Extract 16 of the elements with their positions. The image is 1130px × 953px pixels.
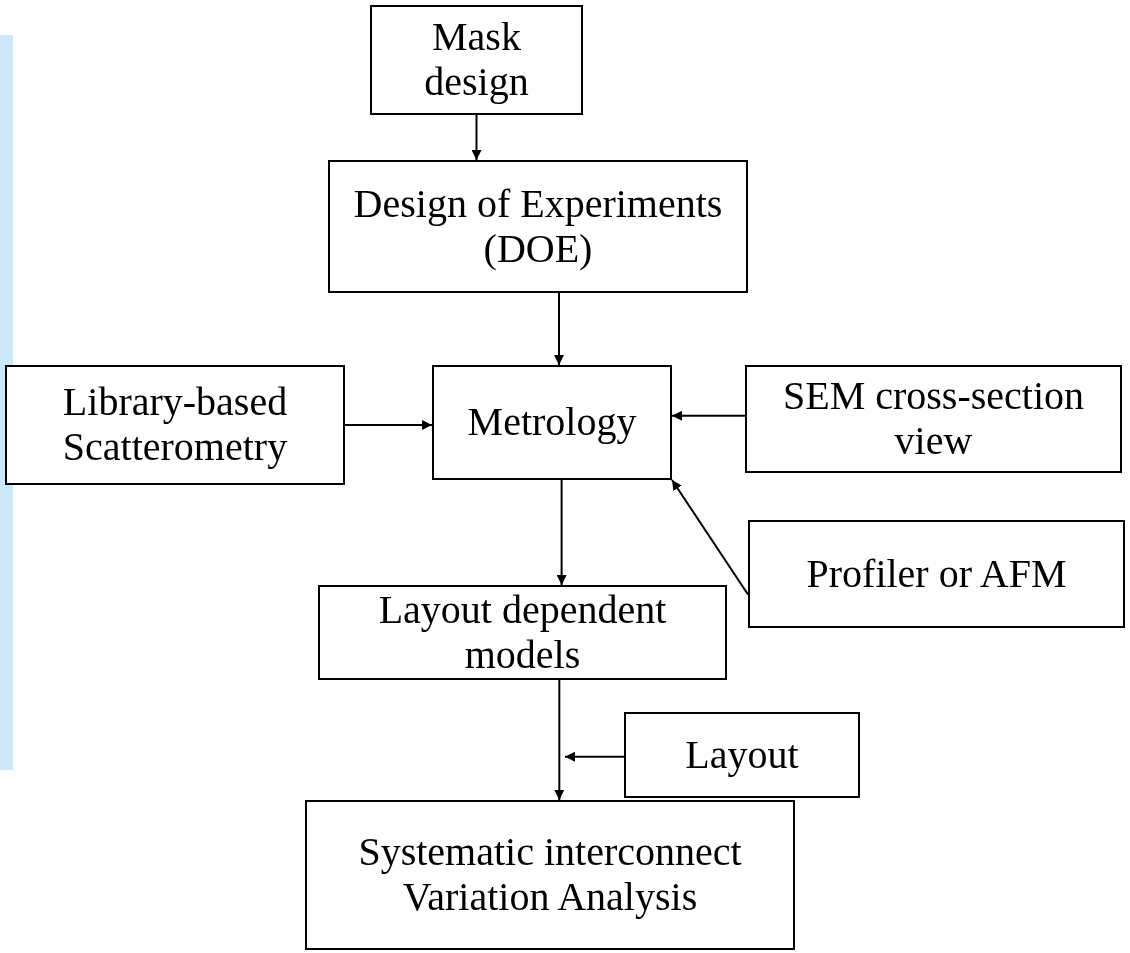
process-box: SEM cross-section view [745, 365, 1122, 473]
arrow [564, 751, 625, 762]
process-box: Profiler or AFM [748, 520, 1125, 628]
process-box: Metrology [432, 365, 672, 480]
arrow [344, 420, 433, 430]
process-box: Mask design [370, 5, 583, 115]
arrow [556, 479, 567, 586]
arrow [671, 410, 746, 421]
process-box: Library-based Scatterometry [5, 365, 345, 485]
process-box: Layout dependent models [318, 585, 727, 680]
arrow [554, 292, 564, 366]
process-box: Systematic interconnect Variation Analysis [305, 800, 795, 950]
arrow [554, 679, 565, 801]
arrow [471, 114, 482, 161]
process-box: Layout [624, 712, 860, 798]
process-box: Design of Experiments (DOE) [328, 160, 748, 293]
